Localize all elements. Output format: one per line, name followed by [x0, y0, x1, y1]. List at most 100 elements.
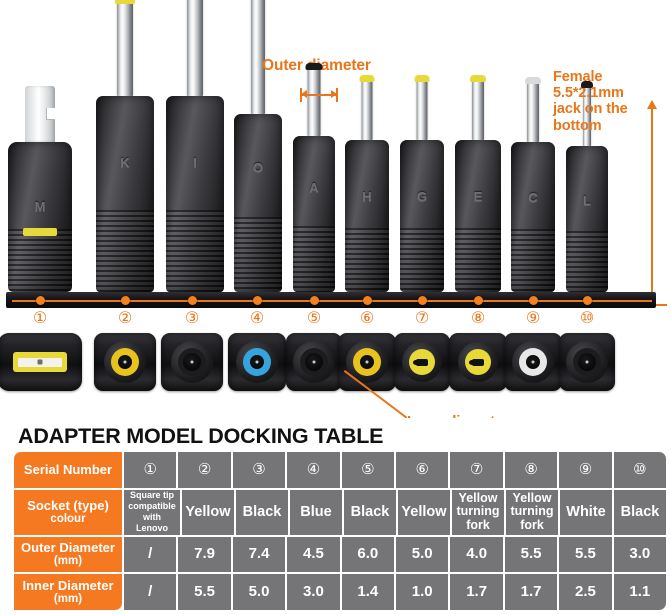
serial-guide-line	[12, 300, 652, 302]
female-jack-annotation: Female 5.5*2.1mm jack on the bottom	[553, 69, 628, 134]
socket-colour-ring	[111, 348, 139, 376]
connector-m: M	[8, 86, 72, 292]
socket-center-pin	[531, 360, 535, 364]
metal-tip-k	[117, 0, 133, 96]
table-row-socket-colour: Socket (type) colour Square tip compatib…	[14, 489, 666, 535]
female-jack-arrow	[643, 100, 667, 306]
serial-marker-2: ②	[117, 308, 133, 327]
serial-marker-3: ③	[184, 308, 200, 327]
socket-outer-face	[512, 341, 554, 383]
socket-hole	[183, 353, 201, 371]
connector-letter-l: L	[583, 192, 591, 208]
connector-body: I	[166, 96, 224, 292]
table-cell-outer-6: 5.0	[396, 536, 449, 573]
connector-body: C	[511, 142, 555, 292]
female-arrow-stem	[651, 108, 653, 306]
metal-tip-l	[583, 84, 591, 146]
connector-letter-m: M	[34, 199, 46, 214]
metal-tip-e	[472, 78, 484, 140]
connector-body: G	[400, 140, 444, 292]
socket-colour-ring	[178, 348, 206, 376]
socket-face-5	[286, 333, 342, 391]
connector-letter-g: G	[416, 188, 428, 204]
metal-tip-c	[527, 80, 539, 142]
inner-diameter-leader-line	[344, 370, 411, 418]
female-arrow-foot	[651, 304, 667, 306]
lenovo-square-socket	[13, 352, 67, 372]
row-label-outer-sub: (mm)	[53, 555, 83, 568]
turning-fork-slot	[469, 358, 484, 366]
connector-g: G	[400, 75, 444, 292]
metal-tip-a	[307, 66, 321, 136]
socket-outer-face	[171, 341, 213, 383]
socket-center-pin	[255, 360, 259, 364]
metal-tip-g	[416, 78, 428, 140]
table-cell-colour-3: Black	[236, 489, 288, 535]
socket-face-8	[449, 333, 507, 391]
socket-colour-ring	[465, 349, 491, 375]
table-cell-colour-10: Black	[614, 489, 666, 535]
socket-hole	[578, 353, 596, 371]
row-label-socket-colour: Socket (type) colour	[14, 489, 122, 535]
guide-dot-3	[187, 296, 197, 305]
connector-letter-a: A	[309, 179, 319, 195]
socket-outer-face	[104, 341, 146, 383]
socket-outer-face	[236, 341, 278, 383]
table-cell-outer-2: 7.9	[178, 536, 231, 573]
connector-body: A	[293, 136, 335, 292]
socket-colour-ring	[243, 348, 271, 376]
table-cell-inner-9: 2.5	[559, 574, 612, 611]
socket-colour-ring	[300, 348, 328, 376]
connector-letter-k: K	[120, 154, 130, 170]
measure-arrowhead-right	[331, 90, 337, 99]
table-cell-outer-8: 5.5	[504, 536, 558, 573]
table-cell-serial-2: ②	[178, 452, 231, 488]
table-title: ADAPTER MODEL DOCKING TABLE	[18, 424, 384, 448]
socket-face-3	[161, 333, 223, 391]
lenovo-socket-slot	[18, 357, 62, 367]
metal-tip-i	[187, 0, 203, 96]
table-cell-outer-4: 4.5	[287, 536, 340, 573]
guide-dot-5	[309, 296, 319, 305]
guide-dot-4	[252, 296, 262, 305]
metal-tip-h	[361, 78, 373, 140]
connector-body: M	[8, 142, 72, 292]
table-cell-serial-9: ⑨	[559, 452, 612, 488]
inner-diameter-annotation: Inner diameter	[407, 413, 509, 418]
row-label-outer-diameter: Outer Diameter (mm)	[14, 536, 122, 573]
serial-marker-10: ⑩	[579, 308, 595, 327]
table-cell-colour-7: Yellow turning fork	[452, 489, 504, 535]
outer-diameter-annotation: Outer diameter	[262, 57, 371, 74]
table-cell-serial-4: ④	[287, 452, 340, 488]
connector-letter-o: O	[252, 160, 264, 176]
row-label-inner-diameter: Inner Diameter (mm)	[14, 574, 122, 611]
measure-bar	[300, 94, 338, 96]
row-label-inner-sub: (mm)	[53, 593, 83, 605]
table-cell-serial-5: ⑤	[341, 452, 395, 488]
socket-hole	[526, 355, 540, 369]
tip-cap-g	[414, 75, 430, 82]
guide-dot-6	[362, 296, 372, 305]
tip-cap-m	[23, 228, 57, 236]
table-cell-inner-6: 1.0	[396, 574, 449, 611]
guide-dot-2	[120, 296, 130, 305]
table-cell-colour-9: White	[560, 489, 612, 535]
row-label-serial: Serial Number	[14, 452, 122, 488]
connector-body: K	[96, 96, 154, 292]
table-cell-serial-8: ⑧	[504, 452, 558, 488]
table-cell-inner-3: 5.0	[232, 574, 286, 611]
table-cell-inner-4: 3.0	[287, 574, 340, 611]
serial-marker-7: ⑦	[414, 308, 430, 327]
table-cell-serial-6: ⑥	[396, 452, 449, 488]
measure-arrowhead-left	[301, 90, 307, 99]
table-cell-inner-8: 1.7	[504, 574, 558, 611]
serial-marker-4: ④	[249, 308, 265, 327]
socket-hole	[305, 353, 323, 371]
connector-body: O	[234, 114, 282, 292]
tip-cap-l	[581, 81, 593, 88]
